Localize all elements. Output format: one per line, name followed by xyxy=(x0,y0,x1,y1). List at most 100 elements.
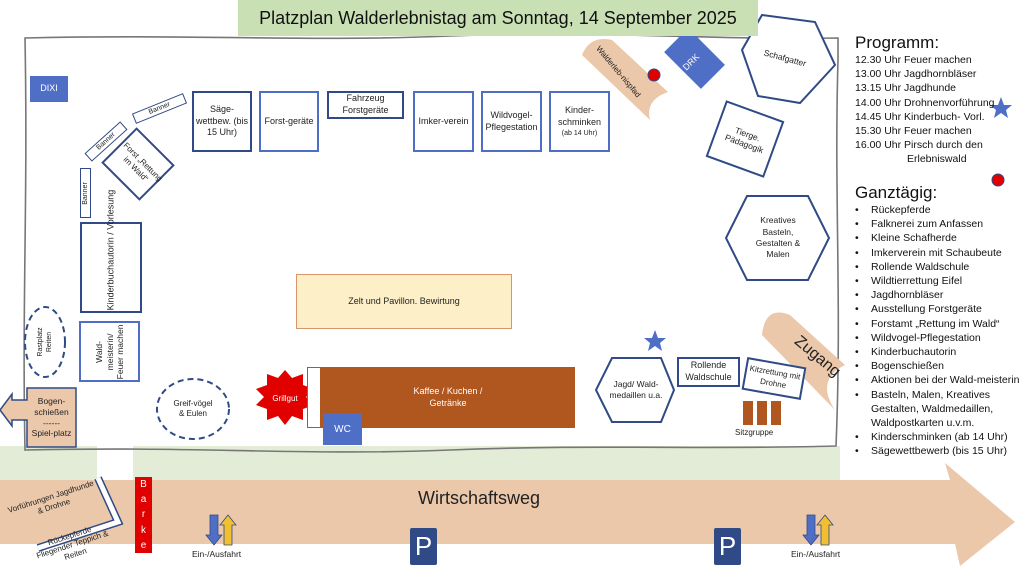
programm-heading: Programm: xyxy=(855,33,940,52)
forstgeraete-box: Forst-geräte xyxy=(259,91,319,152)
grillgut-label: Grillgut xyxy=(272,393,298,403)
waldmeisterin-box: Wald-meisterin/ Feuer machen xyxy=(79,321,140,382)
kinderschminken-box: Kinder-schminken (ab 14 Uhr) xyxy=(549,91,610,152)
barke-letter: a xyxy=(140,494,147,506)
bogenschiessen-text: Bogen-schießen xyxy=(34,396,69,417)
red-dot-marker xyxy=(991,173,1005,187)
greifvoegel-label: Greif-vögel & Eulen xyxy=(173,398,213,418)
barke-letter: r xyxy=(141,509,146,521)
bench xyxy=(757,401,767,425)
barke-letter: k xyxy=(141,524,146,536)
kinderbuchautorin-label: Kinderbuchautorin / Vorlesung xyxy=(105,189,116,310)
bogenschiessen-arrow xyxy=(0,387,77,448)
ganztaegig-item: Bogenschießen xyxy=(855,359,1023,373)
schafgatter-hexagon xyxy=(740,13,837,105)
kreatives-hexagon xyxy=(724,195,831,281)
ganztaegig-item: Imkerverein mit Schaubeute xyxy=(855,246,1023,260)
zugang-arrow xyxy=(762,312,845,410)
red-dot-marker xyxy=(647,68,661,82)
ganztaegig-item: Kinderbuchautorin xyxy=(855,345,1023,359)
arrow-down-icon xyxy=(802,514,820,546)
grass-strip-right xyxy=(133,446,840,480)
barke-letter: B xyxy=(140,479,147,491)
walderlebnispfad-arrow xyxy=(582,39,668,120)
kaffee-side-panel xyxy=(307,367,321,428)
star-marker xyxy=(990,97,1012,118)
fahrzeug-forstgeraete-box: Fahrzeug Forstgeräte xyxy=(327,91,404,119)
entrance-left-label: Ein-/Ausfahrt xyxy=(192,549,242,559)
programm-item: 14.45 Uhr Kinderbuch- Vorl. xyxy=(855,110,985,123)
arrow-up-icon xyxy=(219,514,237,546)
forst-rettung-box xyxy=(101,127,175,201)
parking-icon: P xyxy=(714,528,741,565)
barke-letter: e xyxy=(140,539,147,551)
banner-label: Banner xyxy=(82,181,90,205)
programm-section: Programm: 12.30 Uhr Feuer machen 13.00 U… xyxy=(855,33,995,167)
kinderschminken-time: (ab 14 Uhr) xyxy=(561,129,598,137)
kinderbuchautorin-box: Kinderbuchautorin / Vorlesung xyxy=(80,189,142,313)
ganztaegig-item: Kinderschminken (ab 14 Uhr) xyxy=(855,430,1023,444)
banner-vertical: Banner xyxy=(80,168,91,218)
dixi-box: DIXI xyxy=(30,76,68,102)
arrow-down-icon xyxy=(205,514,223,546)
ganztaegig-heading: Ganztägig: xyxy=(855,183,938,202)
kinderschminken-label: Kinder-schminken xyxy=(557,105,602,127)
bench xyxy=(771,401,781,425)
rollende-waldschule-box: Rollende Waldschule xyxy=(677,357,740,387)
programm-item: 16.00 Uhr Pirsch durch den xyxy=(855,139,983,152)
wc-box: WC xyxy=(323,413,362,445)
ganztaegig-item: Rückepferde xyxy=(855,203,1023,217)
sitzgruppe-label: Sitzgruppe xyxy=(735,428,774,437)
ganztaegig-item: Rollende Waldschule xyxy=(855,260,1023,274)
programm-item: 15.30 Uhr Feuer machen xyxy=(855,125,972,138)
ganztaegig-item: Wildvogel-Pflegestation xyxy=(855,331,1023,345)
barke-barrier: B a r k e xyxy=(135,477,152,553)
bench xyxy=(743,401,753,425)
kreatives-label: Kreatives Basteln, Gestalten & Malen xyxy=(755,215,801,260)
ganztaegig-list: Rückepferde Falknerei zum Anfassen Klein… xyxy=(855,203,1023,459)
programm-item: 14.00 Uhr Drohnenvorführung xyxy=(855,96,995,109)
ganztaegig-item: Jagdhornbläser xyxy=(855,288,1023,302)
page-title: Platzplan Walderlebnistag am Sonntag, 14… xyxy=(238,0,758,36)
grass-strip-left xyxy=(0,446,97,480)
jagd-hexagon xyxy=(594,357,676,423)
separator-text: ------ xyxy=(43,417,60,428)
waldmeisterin-label: Wald-meisterin/ Feuer machen xyxy=(93,324,125,379)
bogenschiessen-label: Bogen-schießen ------ Spiel-platz xyxy=(27,388,76,447)
vorfuehrungen-arrow-fill xyxy=(37,476,122,551)
tierpaedagogik-box xyxy=(705,100,785,178)
zelt-box: Zelt und Pavillon. Bewirtung xyxy=(296,274,512,329)
spielplatz-text: Spiel-platz xyxy=(31,428,72,439)
entrance-right-label: Ein-/Ausfahrt xyxy=(791,549,841,559)
arrow-up-icon xyxy=(816,514,834,546)
saegewettbewerb-box: Säge-wettbew. (bis 15 Uhr) xyxy=(192,91,252,152)
imkerverein-box: Imker-verein xyxy=(413,91,474,152)
kaffee-box: Kaffee / Kuchen / Getränke xyxy=(321,367,575,428)
ganztaegig-item: Wildtierrettung Eifel xyxy=(855,274,1023,288)
programm-item: Erlebniswald xyxy=(907,153,967,166)
programm-item: 13.00 Uhr Jagdhornbläser xyxy=(855,68,977,81)
ganztaegig-item: Ausstellung Forstgeräte xyxy=(855,302,1023,316)
road-wirtschaftsweg xyxy=(0,463,1015,566)
ganztaegig-item: Sägewettbewerb (bis 15 Uhr) xyxy=(855,444,1023,458)
ganztaegig-item: Kleine Schafherde xyxy=(855,231,1023,245)
jagd-label: Jagd/ Wald-medaillen u.a. xyxy=(609,378,663,400)
drk-box xyxy=(664,28,725,89)
road-label: Wirtschaftsweg xyxy=(418,488,541,508)
star-marker xyxy=(644,330,666,351)
area-outline xyxy=(23,33,840,453)
greifvoegel-area xyxy=(156,378,230,440)
ganztaegig-item: Aktionen bei der Wald-meisterin xyxy=(855,373,1023,387)
ganztaegig-item: Basteln, Malen, Kreatives Gestalten, Wal… xyxy=(855,388,1023,431)
rastplatz-label: Rastplatz Reiten xyxy=(36,327,53,357)
ganztaegig-section: Ganztägig: Rückepferde Falknerei zum Anf… xyxy=(855,183,1023,459)
parking-icon: P xyxy=(410,528,437,565)
programm-item: 12.30 Uhr Feuer machen xyxy=(855,54,972,66)
ganztaegig-item: Forstamt „Rettung im Wald“ xyxy=(855,317,1023,331)
rastplatz-area xyxy=(24,306,66,378)
programm-item: 13.15 Uhr Jagdhunde xyxy=(855,82,956,95)
ganztaegig-item: Falknerei zum Anfassen xyxy=(855,217,1023,231)
grillgut-starburst xyxy=(256,370,314,425)
wildvogel-box: Wildvogel-Pflegestation xyxy=(481,91,542,152)
